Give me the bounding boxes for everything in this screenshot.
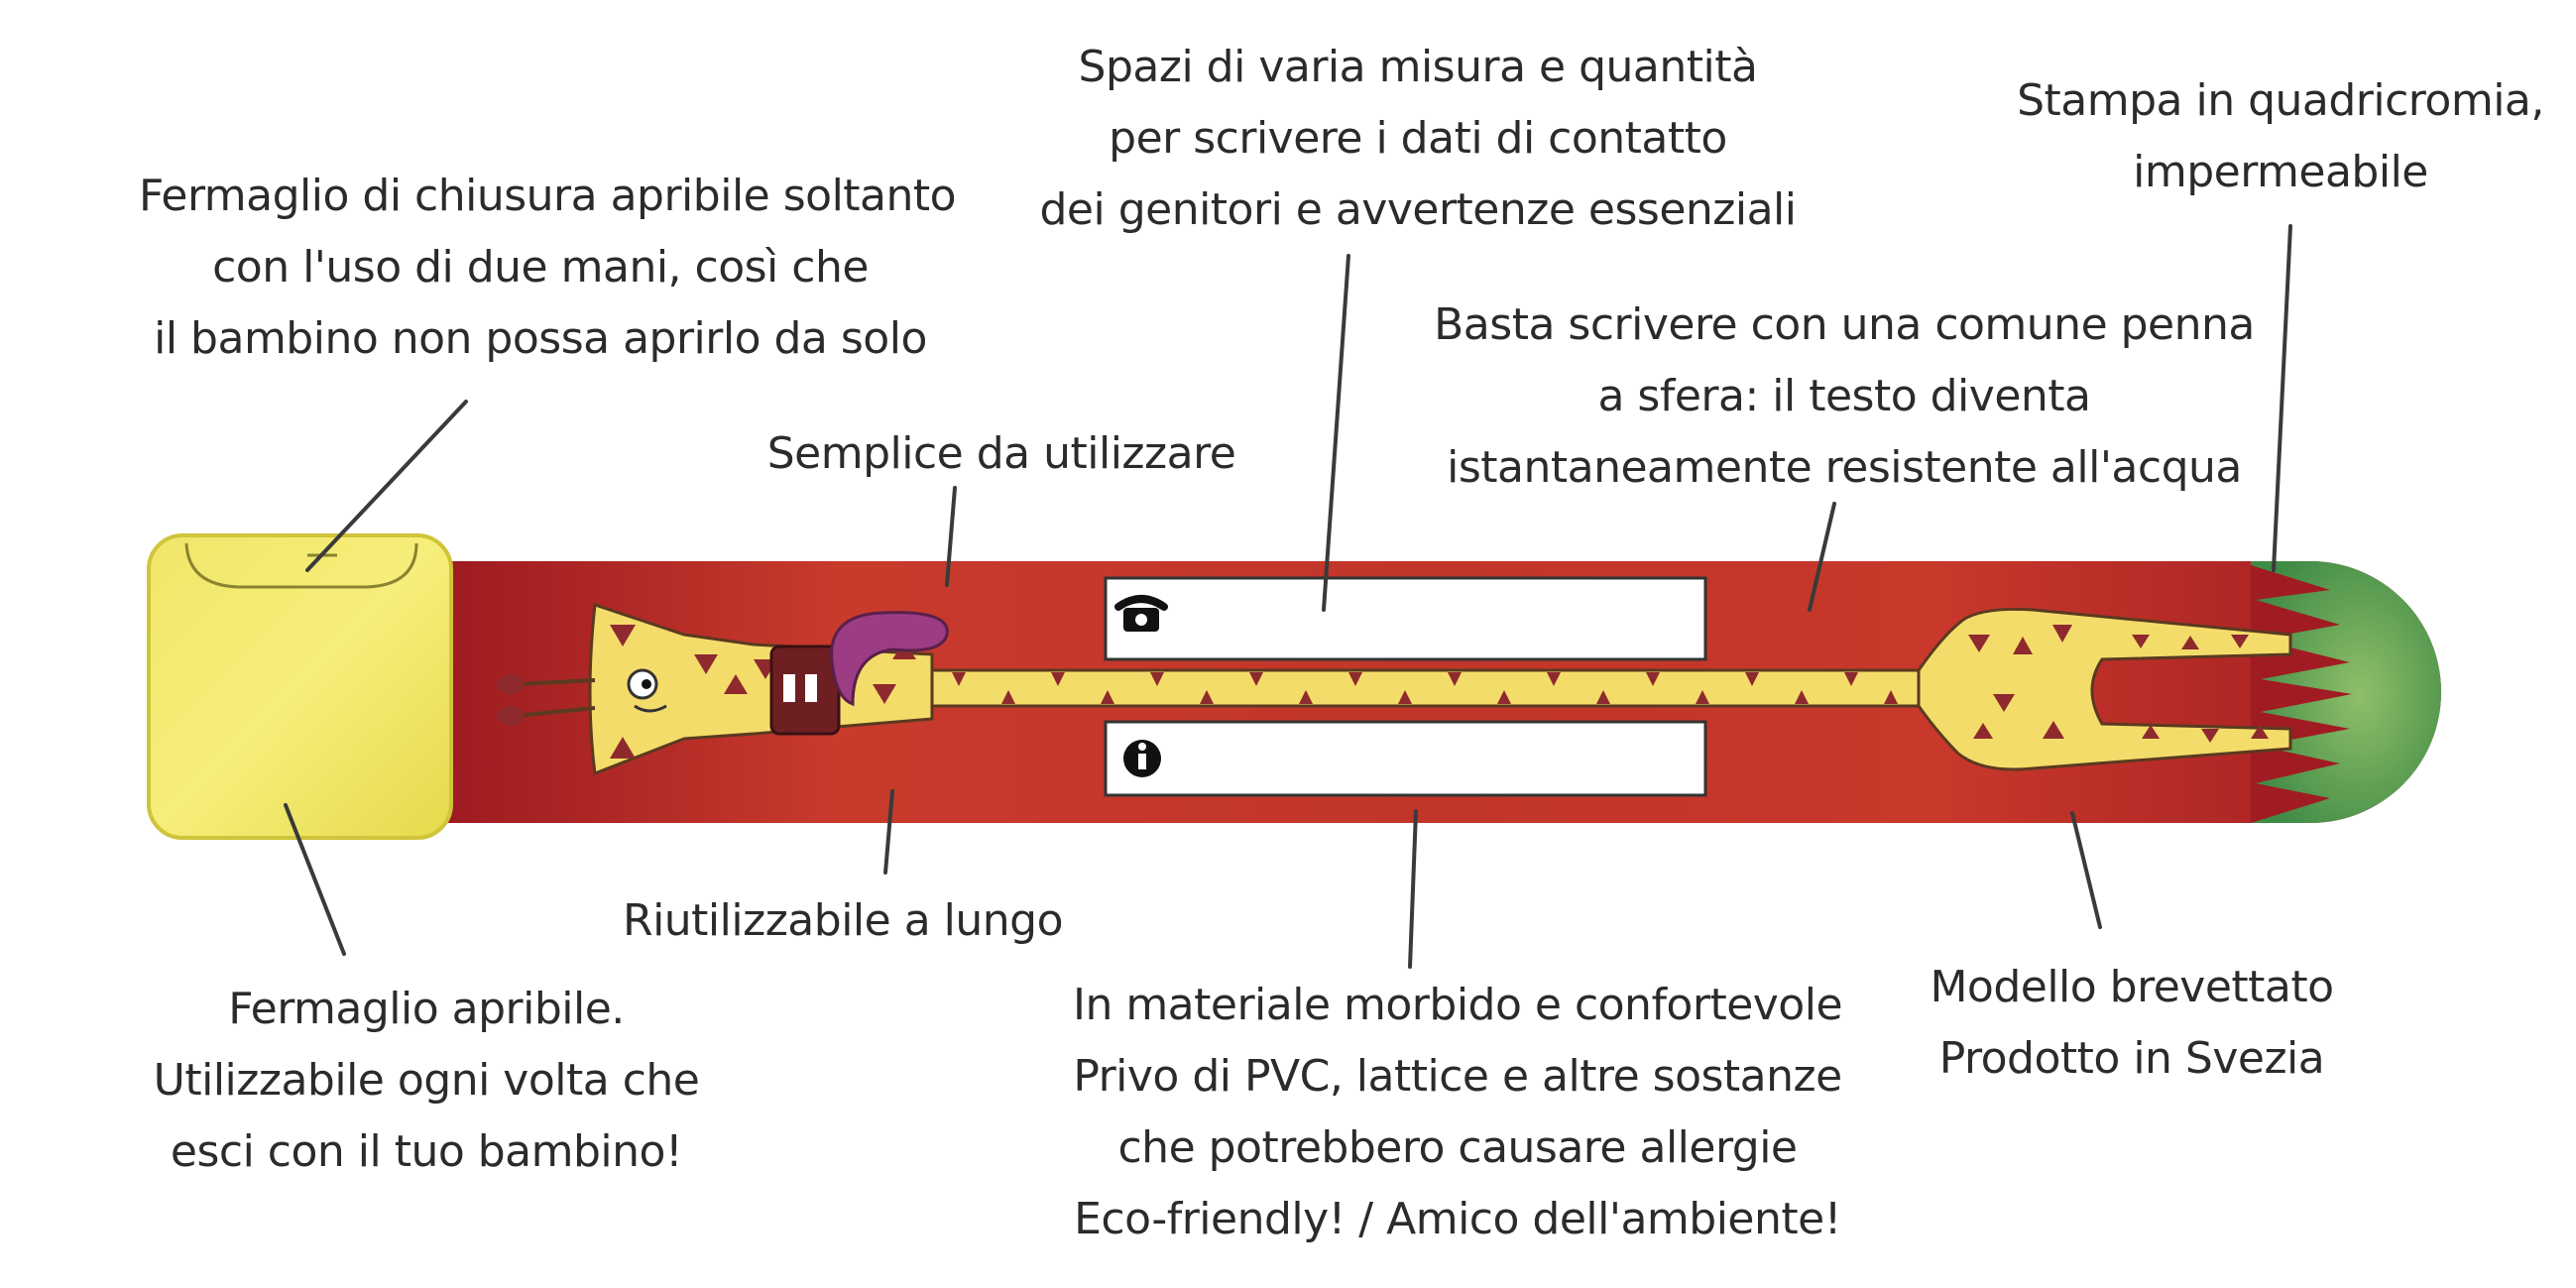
leader-patent	[2070, 811, 2102, 929]
leader-clasp-open	[284, 803, 346, 956]
giraffe-illustration	[497, 602, 2292, 776]
annotation-clasp-closure: Fermaglio di chiusura apribile soltanto …	[139, 171, 957, 364]
annotation-pen: Basta scrivere con una comune penna a sf…	[1434, 299, 2255, 493]
leader-contact-spaces	[1322, 254, 1350, 612]
annotation-clasp-open: Fermaglio apribile. Utilizzabile ogni vo…	[153, 984, 700, 1177]
leader-reusable	[883, 789, 894, 875]
annotation-simple: Semplice da utilizzare	[766, 428, 1236, 479]
leader-material	[1408, 809, 1418, 969]
leader-simple	[945, 486, 957, 587]
leader-lines	[284, 224, 2292, 969]
annotation-patent: Modello brevettato Prodotto in Svezia	[1930, 962, 2334, 1084]
contact-field-phone	[1104, 576, 1707, 661]
annotation-reusable: Riutilizzabile a lungo	[623, 895, 1064, 946]
info-icon	[1123, 740, 1161, 777]
leader-print	[2272, 224, 2292, 572]
telephone-icon	[1114, 595, 1168, 632]
leader-pen	[1808, 502, 1836, 612]
leader-clasp-closure	[305, 400, 468, 572]
annotation-material: In materiale morbido e confortevole Priv…	[1072, 980, 1843, 1244]
contact-field-info	[1104, 720, 1707, 797]
clasp	[147, 533, 453, 840]
annotation-contact-spaces: Spazi di varia misura e quantità per scr…	[1039, 42, 1797, 235]
annotation-print: Stampa in quadricromia, impermeabile	[2017, 75, 2544, 197]
